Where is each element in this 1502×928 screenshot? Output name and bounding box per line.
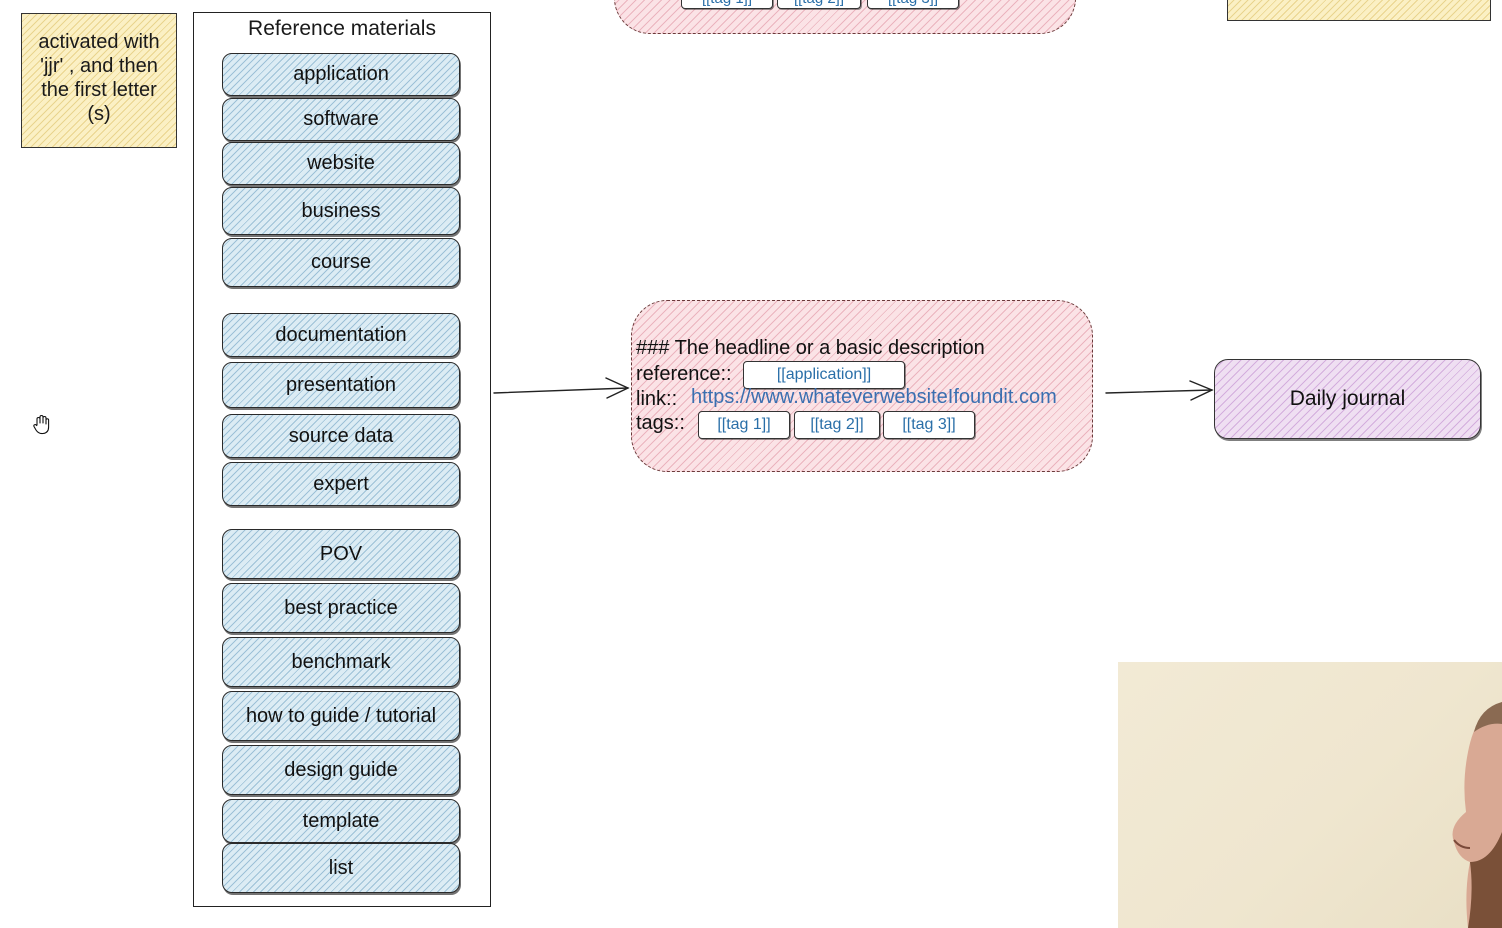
ref-item-design-guide[interactable]: design guide [222,745,460,795]
presenter-figure [1452,702,1502,928]
ref-item-pov[interactable]: POV [222,529,460,579]
top-tag-chip-1[interactable]: [[tag 1]] [681,0,773,9]
ref-item-documentation[interactable]: documentation [222,313,460,357]
template-tag-chip-3[interactable]: [[tag 3]] [883,411,975,439]
template-link-label: link:: [636,388,678,410]
ref-item-application[interactable]: application [222,53,460,96]
template-tag-chip-2[interactable]: [[tag 2]] [794,411,880,439]
sticky-note-text: activated with 'jjr' , and then the firs… [38,31,160,125]
daily-journal-box[interactable]: Daily journal [1214,359,1481,439]
reference-materials-group[interactable]: Reference materials application software… [193,12,491,907]
ref-item-how-to-guide[interactable]: how to guide / tutorial [222,691,460,741]
template-reference-chip[interactable]: [[application]] [743,361,905,389]
ref-item-best-practice[interactable]: best practice [222,583,460,633]
template-card[interactable]: ### The headline or a basic description … [631,300,1093,472]
ref-item-website[interactable]: website [222,142,460,185]
top-tag-chip-2[interactable]: [[tag 2]] [777,0,861,9]
hand-pan-icon [33,414,50,435]
arrow-ref-to-template-head [605,377,630,399]
template-reference-label: reference:: [636,363,732,385]
webcam-overlay [1118,662,1502,928]
ref-item-source-data[interactable]: source data [222,414,460,458]
reference-materials-title: Reference materials [248,17,436,40]
top-template-card[interactable]: [[tag 1]] [[tag 2]] [[tag 3]] [614,0,1076,34]
ref-item-list[interactable]: list [222,843,460,893]
ref-item-presentation[interactable]: presentation [222,362,460,408]
ref-item-expert[interactable]: expert [222,462,460,506]
template-tags-label: tags:: [636,412,685,434]
ref-item-benchmark[interactable]: benchmark [222,637,460,687]
ref-item-software[interactable]: software [222,98,460,141]
template-link-url[interactable]: https://www.whateverwebsiteIfoundit.com [691,386,1057,408]
ref-item-template[interactable]: template [222,799,460,843]
ref-item-business[interactable]: business [222,187,460,235]
template-tag-chip-1[interactable]: [[tag 1]] [698,411,790,439]
top-tag-chip-3[interactable]: [[tag 3]] [867,0,959,9]
template-headline: ### The headline or a basic description [636,337,985,359]
top-right-sticky-note[interactable] [1227,0,1491,21]
arrow-template-to-journal-head [1189,380,1214,401]
arrow-ref-to-template [493,387,629,394]
arrow-template-to-journal [1105,389,1213,394]
sticky-note[interactable]: activated with 'jjr' , and then the firs… [21,13,177,148]
ref-item-course[interactable]: course [222,238,460,287]
daily-journal-label: Daily journal [1289,387,1406,410]
